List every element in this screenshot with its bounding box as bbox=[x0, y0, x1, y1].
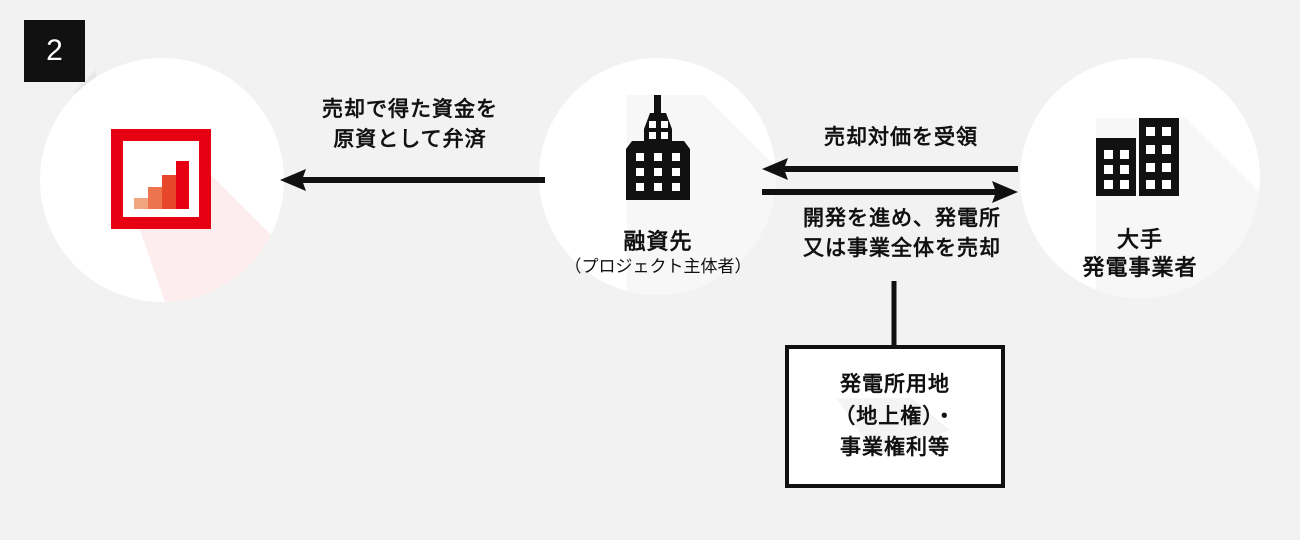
arrow-label-repayment-line1: 売却で得た資金を bbox=[322, 98, 498, 121]
asset-box: 発電所用地 （地上権）・ 事業権利等 bbox=[785, 345, 1005, 488]
arrow-label-repayment-line2: 原資として弁済 bbox=[333, 127, 487, 151]
asset-box-line1: 発電所用地 bbox=[840, 372, 950, 396]
arrow-label-receive-proceeds-line1: 売却対価を受領 bbox=[824, 126, 978, 149]
arrow-label-develop-and-sell-line2: 又は事業全体を売却 bbox=[803, 236, 1001, 260]
bar-chart-frame-icon bbox=[111, 129, 211, 229]
asset-box-text: 発電所用地 （地上権）・ 事業権利等 bbox=[834, 369, 956, 465]
arrow-label-repayment: 売却で得た資金を 原資として弁済 bbox=[288, 95, 532, 155]
arrow-label-develop-and-sell-line1: 開発を進め、発電所 bbox=[803, 207, 1001, 230]
step-badge-number: 2 bbox=[46, 34, 63, 67]
office-tower-icon bbox=[626, 95, 690, 200]
node-borrower-title: 融資先 bbox=[623, 229, 693, 254]
icon-long-shadow bbox=[1096, 118, 1260, 298]
arrow-repayment bbox=[280, 169, 545, 191]
node-borrower-subtitle: （プロジェクト主体者） bbox=[564, 257, 752, 277]
chart-bar bbox=[148, 187, 162, 209]
connector-line-to-asset-box bbox=[891, 281, 897, 347]
box-glare-decoration bbox=[836, 398, 950, 457]
arrow-label-develop-and-sell: 開発を進め、発電所 又は事業全体を売却 bbox=[780, 204, 1024, 264]
chart-bar bbox=[134, 198, 148, 209]
node-producer-caption: 大手 発電事業者 bbox=[1010, 226, 1270, 282]
node-circle-background bbox=[1020, 58, 1260, 298]
asset-box-line2: （地上権）・ bbox=[834, 404, 956, 428]
office-buildings-icon bbox=[1096, 118, 1179, 196]
asset-box-line3: 事業権利等 bbox=[840, 436, 950, 460]
chart-bar bbox=[162, 175, 176, 209]
arrow-label-receive-proceeds: 売却対価を受領 bbox=[790, 123, 1012, 153]
node-borrower-caption: 融資先 （プロジェクト主体者） bbox=[509, 228, 807, 278]
arrow-develop-and-sell bbox=[762, 181, 1018, 203]
chart-bar bbox=[176, 161, 189, 209]
step-badge: 2 bbox=[24, 20, 85, 82]
node-producer-subtitle: 発電事業者 bbox=[1082, 255, 1198, 281]
node-producer-title: 大手 bbox=[1116, 227, 1163, 252]
arrow-receive-proceeds bbox=[762, 158, 1018, 180]
